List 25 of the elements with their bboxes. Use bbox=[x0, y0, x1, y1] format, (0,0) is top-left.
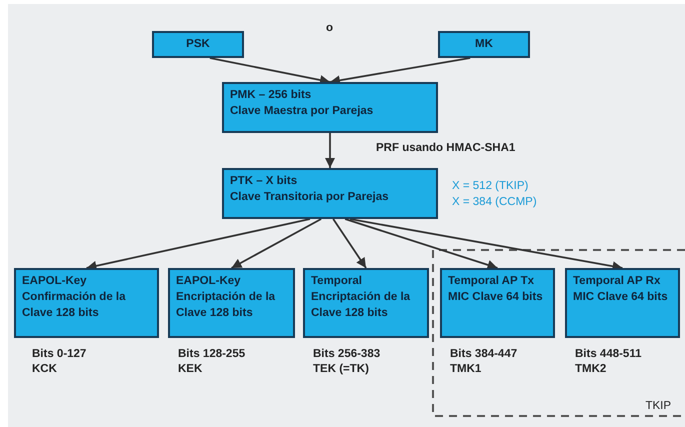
bit-range-note: Bits 384-447 TMK1 bbox=[450, 347, 518, 377]
key-box: EAPOL-Key Confirmación de la Clave 128 bits bbox=[14, 268, 159, 338]
key-box: MK bbox=[438, 31, 530, 58]
arrow bbox=[210, 57, 330, 85]
key-box: Temporal Encriptación de la Clave 128 bits bbox=[303, 268, 429, 338]
bit-range-note: Bits 128-255 KEK bbox=[178, 347, 246, 377]
conjunction-label: o bbox=[326, 22, 334, 34]
arrow bbox=[325, 133, 335, 168]
key-box: PTK – X bits Clave Transitoria por Parejas bbox=[222, 168, 438, 219]
parameter-note: X = 384 (CCMP) bbox=[452, 196, 537, 208]
arrow bbox=[86, 218, 310, 271]
key-box: Temporal AP Tx MIC Clave 64 bits bbox=[440, 268, 555, 338]
bit-range-note: Bits 448-511 TMK2 bbox=[575, 347, 642, 377]
arrow bbox=[332, 218, 367, 268]
arrow bbox=[231, 218, 322, 269]
key-box: EAPOL-Key Encriptación de la Clave 128 bits bbox=[168, 268, 295, 338]
key-box: PMK – 256 bits Clave Maestra por Parejas bbox=[222, 82, 438, 133]
arrow bbox=[344, 218, 498, 270]
key-box: PSK bbox=[152, 31, 244, 58]
bit-range-note: Bits 256-383 TEK (=TK) bbox=[313, 347, 380, 377]
edge-label: PRF usando HMAC-SHA1 bbox=[376, 142, 516, 154]
region-label: TKIP bbox=[645, 400, 671, 412]
parameter-note: X = 512 (TKIP) bbox=[452, 180, 528, 192]
bit-range-note: Bits 0-127 KCK bbox=[32, 347, 86, 377]
key-box: Temporal AP Rx MIC Clave 64 bits bbox=[565, 268, 680, 338]
